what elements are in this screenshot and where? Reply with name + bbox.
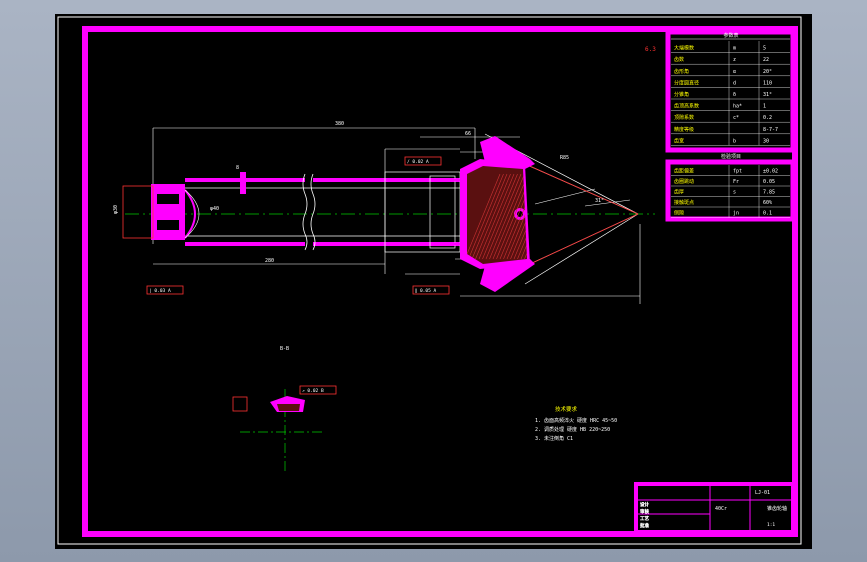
dim-shaft-dia: φ40 (210, 206, 219, 212)
param-cell: 20° (763, 69, 772, 75)
surface-mark: 6.3 (645, 46, 656, 53)
left-journal (122, 184, 200, 240)
param-cell: 110 (763, 80, 772, 86)
param-cell: 齿宽 (674, 137, 684, 144)
check-cell: 0.05 (763, 179, 775, 185)
section-view: B-B (232, 346, 325, 474)
break-lines (185, 173, 460, 251)
param-table-title: 参数表 (723, 32, 738, 39)
param-cell: 分锥角 (674, 91, 689, 98)
drawing-viewport[interactable]: 参数表 大端模数 m 5 齿数 z 22 齿形角 α 20° 分度圆直径 d 110 分锥角 δ 31° 齿顶… (55, 14, 812, 549)
tolerance-frames: / 0.02 A | 0.03 A ∥ 0.05 A ↗ 0.02 B (146, 156, 450, 395)
param-cell: d (733, 80, 736, 86)
dim-cone: R85 (560, 155, 569, 161)
tech-title: 技术要求 (555, 405, 578, 413)
check-cell: Fr (733, 179, 739, 185)
title-block-row: 设计 (640, 501, 649, 508)
tolerance-frame-text: / 0.02 A (407, 159, 429, 165)
title-scale: 1:1 (767, 522, 775, 528)
title-material: 40Cr (715, 506, 727, 512)
title-part-name: 锥齿轮轴 (767, 505, 787, 512)
param-cell: b (733, 138, 736, 144)
check-cell: 0.1 (763, 211, 772, 217)
tech-line-2: 2. 调质处理 硬度 HB 220~250 (535, 426, 610, 433)
tech-line-3: 3. 未注倒角 C1 (535, 435, 573, 442)
check-cell: ±0.02 (763, 169, 778, 175)
param-cell: 顶隙系数 (674, 114, 694, 121)
check-cell: 齿圈跳动 (674, 178, 694, 185)
dim-end-dia: φ30 (113, 205, 119, 214)
param-cell: 22 (763, 57, 769, 63)
param-cell: 大端模数 (674, 45, 694, 52)
shaft-outline (185, 178, 460, 246)
param-cell: ha* (733, 104, 742, 110)
param-cell: 1 (763, 104, 766, 110)
check-cell: jn (733, 211, 739, 217)
param-cell: 31° (763, 92, 772, 98)
param-cell: 0.2 (763, 115, 772, 121)
param-cell: 齿形角 (674, 68, 689, 75)
param-cell: z (733, 57, 736, 63)
technical-requirements: 技术要求 1. 齿面高频淬火 硬度 HRC 45~50 2. 调质处理 硬度 H… (535, 405, 617, 442)
tolerance-frame-text: | 0.03 A (149, 288, 171, 294)
check-cell: 接触斑点 (674, 199, 694, 206)
check-table: 检验项目 齿距偏差 fpt ±0.02 齿圈跳动 Fr 0.05 齿厚 s 7.85 接触斑点 60… (665, 153, 796, 222)
tolerance-frame-text: ∥ 0.05 A (415, 288, 437, 294)
title-block-row: 批准 (640, 522, 649, 529)
dim-shaft: 280 (265, 258, 274, 264)
title-block-row: 审核 (640, 508, 649, 515)
param-cell: 精度等级 (674, 126, 694, 133)
dim-taper-angle: 31° (595, 198, 604, 204)
tolerance-frame-text: ↗ 0.02 B (302, 388, 324, 394)
param-cell: 齿顶高系数 (674, 103, 699, 110)
param-cell: 30 (763, 138, 769, 144)
param-cell: 齿数 (674, 56, 684, 63)
dim-key: 8 (236, 165, 239, 171)
dim-gear-length: 66 (465, 131, 471, 137)
tech-line-1: 1. 齿面高频淬火 硬度 HRC 45~50 (535, 417, 617, 424)
section-label: B-B (280, 346, 289, 352)
check-cell: fpt (733, 169, 742, 175)
param-cell: m (733, 46, 736, 52)
check-cell: 齿距偏差 (674, 168, 694, 175)
outer-border (57, 16, 802, 545)
param-cell: 8-7-7 (763, 127, 778, 133)
dim-overall: 380 (335, 121, 344, 127)
check-cell: 7.85 (763, 190, 775, 196)
check-cell: 60% (763, 200, 772, 206)
param-cell: α (733, 69, 736, 75)
title-drawing-no: LJ-01 (755, 490, 770, 496)
pitch-cone-line (524, 163, 639, 215)
param-cell: c* (733, 115, 739, 121)
check-cell: 侧隙 (674, 210, 684, 217)
drawing-frame (82, 26, 798, 537)
parameter-table: 参数表 大端模数 m 5 齿数 z 22 齿形角 α 20° 分度圆直径 d 110 分锥角 δ 31° 齿顶… (665, 29, 796, 153)
keyway (240, 172, 246, 194)
check-cell: s (733, 190, 736, 196)
check-table-title: 检验项目 (721, 153, 741, 160)
param-cell: δ (733, 92, 736, 98)
param-cell: 5 (763, 46, 766, 52)
title-block-row: 工艺 (640, 516, 649, 522)
check-cell: 齿厚 (674, 190, 684, 196)
param-cell: 分度圆直径 (674, 79, 699, 86)
cad-drawing: 参数表 大端模数 m 5 齿数 z 22 齿形角 α 20° 分度圆直径 d 110 分锥角 δ 31° 齿顶… (57, 16, 802, 545)
